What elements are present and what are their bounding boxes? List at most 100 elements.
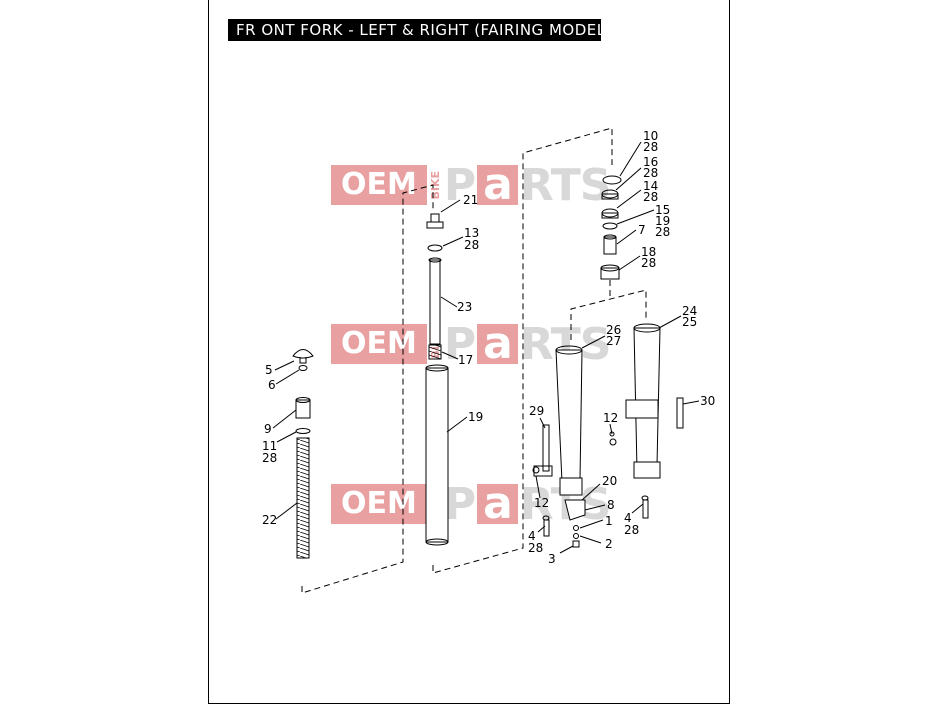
rebound-adjuster <box>426 213 444 252</box>
svg-text:29: 29 <box>529 404 544 418</box>
callout-10: 10 <box>643 129 658 143</box>
callout-12-right: 12 <box>603 411 618 425</box>
assembly-guide-lines <box>301 127 647 594</box>
callout-13: 13 <box>464 226 479 240</box>
watermark-a: a <box>477 482 518 526</box>
svg-text:16: 16 <box>643 155 658 169</box>
svg-text:17: 17 <box>458 353 473 367</box>
callout-4-right: 4 <box>624 511 632 525</box>
callout-labels: 21 13 28 23 17 19 5 6 9 11 28 22 10 28 1… <box>262 129 715 566</box>
svg-text:7: 7 <box>638 223 646 237</box>
diagram-title: FR ONT FORK - LEFT & RIGHT (FAIRING MODE… <box>228 19 621 41</box>
svg-text:19: 19 <box>468 410 483 424</box>
svg-text:11: 11 <box>262 439 277 453</box>
watermark-oem: OEM <box>331 165 427 205</box>
fork-spring <box>296 437 310 559</box>
callout-4-left: 4 <box>528 529 536 543</box>
callout-22: 22 <box>262 513 277 527</box>
callout-2: 2 <box>605 537 613 551</box>
svg-text:2: 2 <box>605 537 613 551</box>
washer-11-part <box>295 428 311 434</box>
svg-text:6: 6 <box>268 378 276 392</box>
callout-10-sub: 28 <box>643 140 658 154</box>
watermark-a: a <box>477 322 518 366</box>
callout-29: 29 <box>529 404 544 418</box>
watermark-oem: OEM <box>331 324 427 364</box>
callout-1: 1 <box>605 514 613 528</box>
washer-part <box>298 365 308 371</box>
callout-4-left-sub: 28 <box>528 541 543 555</box>
callout-27: 27 <box>606 334 621 348</box>
svg-text:15: 15 <box>655 203 670 217</box>
svg-text:27: 27 <box>606 334 621 348</box>
callout-16: 16 <box>643 155 658 169</box>
svg-text:10: 10 <box>643 129 658 143</box>
hardware-parts <box>532 431 649 548</box>
svg-text:28: 28 <box>643 166 658 180</box>
callout-17: 17 <box>458 353 473 367</box>
svg-text:30: 30 <box>700 394 715 408</box>
fork-tube <box>425 364 449 546</box>
callout-11: 11 <box>262 439 277 453</box>
watermark-a: a <box>477 163 518 207</box>
svg-text:5: 5 <box>265 363 273 377</box>
callout-11-sub: 28 <box>262 451 277 465</box>
watermark-p: P <box>443 318 476 370</box>
svg-text:24: 24 <box>682 304 697 318</box>
callout-15-sub1: 19 <box>655 214 670 228</box>
svg-text:3: 3 <box>548 552 556 566</box>
svg-text:12: 12 <box>534 496 549 510</box>
svg-text:22: 22 <box>262 513 277 527</box>
watermark-p: P <box>443 159 476 211</box>
svg-text:28: 28 <box>641 256 656 270</box>
callout-30: 30 <box>700 394 715 408</box>
callout-4-right-sub: 28 <box>624 523 639 537</box>
callout-9: 9 <box>264 422 272 436</box>
svg-text:28: 28 <box>624 523 639 537</box>
watermark-p: P <box>443 478 476 530</box>
callout-12-left: 12 <box>534 496 549 510</box>
svg-text:20: 20 <box>602 474 617 488</box>
svg-text:21: 21 <box>463 193 478 207</box>
watermark-rts: RTS <box>519 159 612 211</box>
svg-text:8: 8 <box>607 498 615 512</box>
svg-text:19: 19 <box>655 214 670 228</box>
spacer-top <box>295 397 311 403</box>
callout-24: 24 <box>682 304 697 318</box>
fork-cap-part <box>292 349 314 364</box>
callout-13-sub: 28 <box>464 238 479 252</box>
svg-text:28: 28 <box>643 190 658 204</box>
callout-18-sub: 28 <box>641 256 656 270</box>
spacer-part <box>295 399 311 419</box>
callout-16-sub: 28 <box>643 166 658 180</box>
callout-25: 25 <box>682 315 697 329</box>
watermark-oem: OEM <box>331 484 427 524</box>
page-frame <box>208 0 730 704</box>
seal-stack <box>600 175 622 280</box>
svg-text:1: 1 <box>605 514 613 528</box>
callout-19: 19 <box>468 410 483 424</box>
svg-text:28: 28 <box>655 225 670 239</box>
svg-text:28: 28 <box>528 541 543 555</box>
callout-26: 26 <box>606 323 621 337</box>
svg-text:12: 12 <box>603 411 618 425</box>
callout-23: 23 <box>457 300 472 314</box>
callout-6: 6 <box>268 378 276 392</box>
svg-text:9: 9 <box>264 422 272 436</box>
callout-15: 15 <box>655 203 670 217</box>
svg-text:18: 18 <box>641 245 656 259</box>
callout-5: 5 <box>265 363 273 377</box>
leader-lines <box>272 141 700 554</box>
svg-text:14: 14 <box>643 179 658 193</box>
svg-text:13: 13 <box>464 226 479 240</box>
svg-text:4: 4 <box>528 529 536 543</box>
svg-text:23: 23 <box>457 300 472 314</box>
callout-15-sub2: 28 <box>655 225 670 239</box>
svg-text:28: 28 <box>262 451 277 465</box>
callout-3: 3 <box>548 552 556 566</box>
svg-text:28: 28 <box>643 140 658 154</box>
